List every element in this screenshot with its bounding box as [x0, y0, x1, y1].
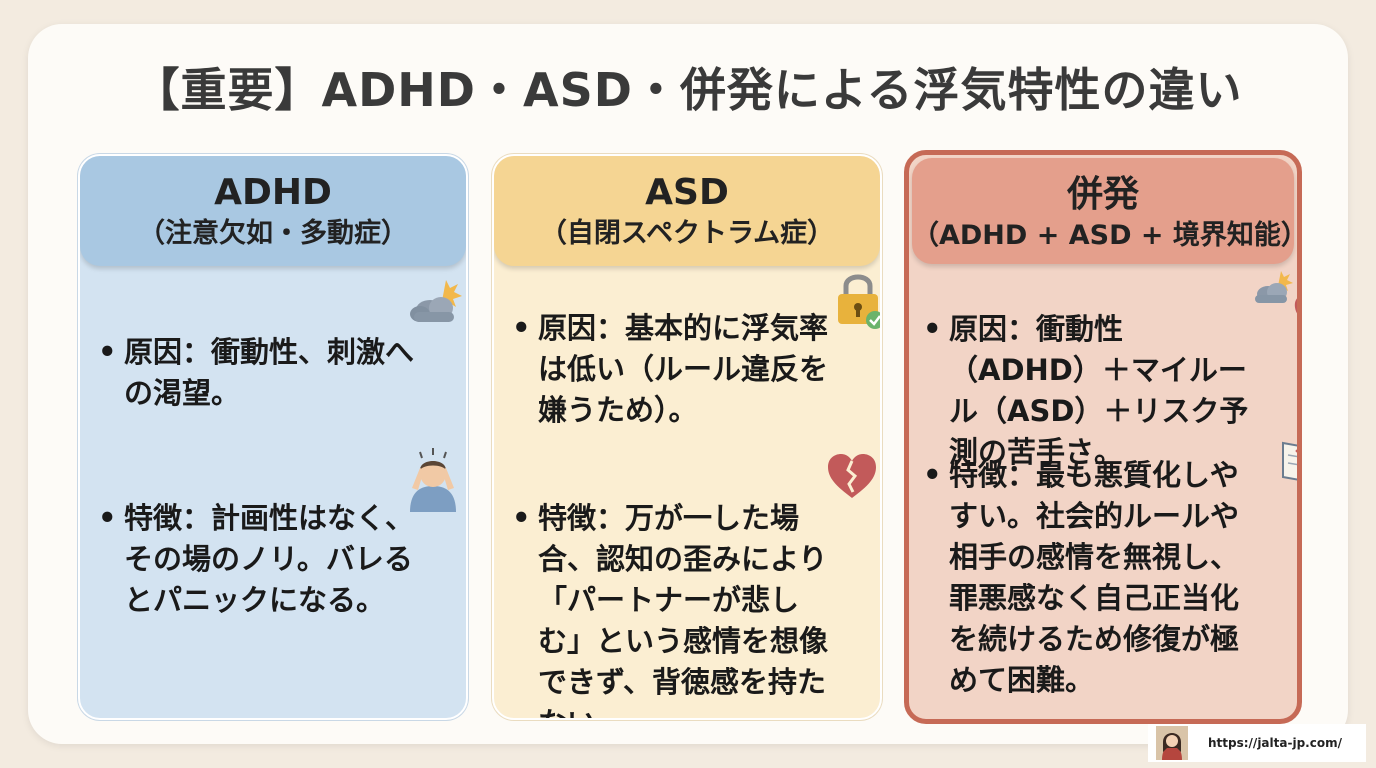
bullet-mark: • — [512, 311, 531, 345]
broken-heart-icon — [1294, 298, 1297, 314]
storm-cloud-icon — [1255, 271, 1293, 303]
asd-trait-item: • 特徴：万が一した場合、認知の歪みにより「パートナーが悲しむ」という感情を想像… — [512, 498, 834, 718]
combined-trait-item: • 特徴：最も悪質化しやすい。社会的ルールや相手の感情を無視し、罪悪感なく自己正… — [923, 455, 1257, 701]
combined-cause-item: • 原因：衝動性（ADHD）＋マイルール（ASD）＋リスク予測の苦手さ。 — [923, 309, 1257, 473]
bullet-mark: • — [98, 501, 117, 535]
adhd-cause-item: • 原因：衝動性、刺激への渇望。 — [98, 332, 420, 414]
card-asd: ASD （自閉スペクトラム症） • 原因：基本的に浮気率は低い（ルール違反を嫌う… — [492, 154, 882, 720]
footer-url[interactable]: https://jalta-jp.com/ — [1208, 736, 1342, 750]
padlock-check-icon — [838, 274, 880, 329]
bullet-mark: • — [923, 458, 942, 492]
card-asd-subtitle: （自閉スペクトラム症） — [539, 218, 835, 249]
bullet-mark: • — [512, 501, 531, 535]
avatar — [1156, 726, 1188, 760]
adhd-trait-item: • 特徴：計画性はなく、その場のノリ。バレるとパニックになる。 — [98, 498, 420, 621]
footer-badge: https://jalta-jp.com/ — [1148, 724, 1366, 762]
storm-cloud-icon — [410, 280, 462, 322]
card-asd-title: ASD — [645, 172, 729, 213]
asd-cause-text: 原因：基本的に浮気率は低い（ルール違反を嫌うため）。 — [538, 311, 829, 427]
card-combined-title: 併発 — [1066, 174, 1139, 215]
card-adhd: ADHD （注意欠如・多動症） • 原因：衝動性、刺激への渇望。 • 特徴：計画… — [78, 154, 468, 720]
card-combined-header: 併発 （ADHD + ASD + 境界知能） — [912, 158, 1302, 264]
bullet-mark: • — [923, 312, 942, 346]
broken-heart-icon — [828, 454, 876, 498]
combined-trait-text: 特徴：最も悪質化しやすい。社会的ルールや相手の感情を無視し、罪悪感なく自己正当化… — [949, 458, 1240, 697]
adhd-cause-text: 原因：衝動性、刺激への渇望。 — [124, 335, 415, 410]
page-title: 【重要】ADHD・ASD・併発による浮気特性の違い — [133, 63, 1243, 117]
card-adhd-subtitle: （注意欠如・多動症） — [138, 218, 408, 249]
torn-book-icon — [1282, 441, 1297, 481]
asd-trait-text: 特徴：万が一した場合、認知の歪みにより「パートナーが悲しむ」という感情を想像でき… — [538, 501, 829, 718]
adhd-trait-text: 特徴：計画性はなく、その場のノリ。バレるとパニックになる。 — [124, 501, 415, 617]
card-combined: 併発 （ADHD + ASD + 境界知能） • 原因：衝動性（ADHD）＋マイ… — [904, 150, 1302, 724]
card-combined-subtitle: （ADHD + ASD + 境界知能） — [912, 220, 1302, 251]
combined-cause-text: 原因：衝動性（ADHD）＋マイルール（ASD）＋リスク予測の苦手さ。 — [949, 312, 1249, 469]
card-adhd-title: ADHD — [214, 172, 332, 213]
asd-cause-item: • 原因：基本的に浮気率は低い（ルール違反を嫌うため）。 — [512, 308, 834, 431]
card-adhd-header: ADHD （注意欠如・多動症） — [80, 156, 466, 266]
stressed-person-icon — [410, 448, 456, 512]
card-asd-header: ASD （自閉スペクトラム症） — [494, 156, 880, 266]
bullet-mark: • — [98, 335, 117, 369]
